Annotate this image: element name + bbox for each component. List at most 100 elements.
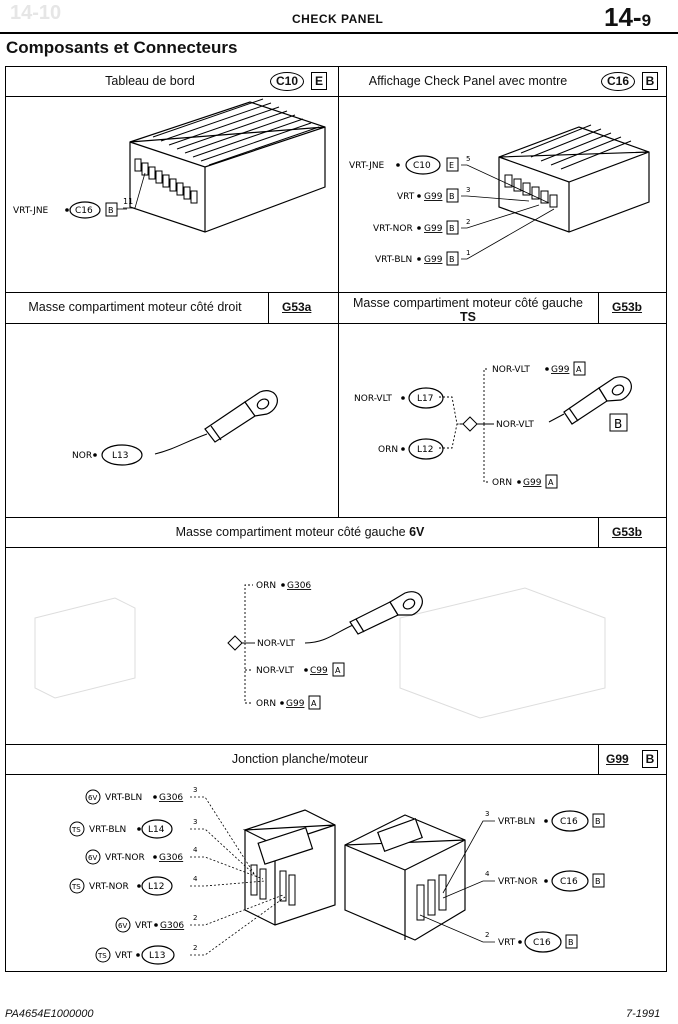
splice-diamond-icon bbox=[462, 416, 478, 432]
connector-c16-diagram: VRT-JNE C10 E 5 VRT G99 B 3 VRT-NOR G99 … bbox=[349, 124, 650, 266]
wire-letter: A bbox=[311, 699, 317, 708]
wire-color: NOR-VLT bbox=[257, 639, 295, 649]
letter-c16: B bbox=[642, 72, 658, 90]
row-rule bbox=[5, 323, 667, 324]
wire-color: VRT-NOR bbox=[89, 882, 129, 892]
letter-g99: B bbox=[642, 750, 658, 768]
wire-letter: B bbox=[595, 817, 601, 826]
wire-letter: B bbox=[595, 877, 601, 886]
wire-code: C16 bbox=[560, 877, 578, 887]
junction-g99-diagram: 6V VRT-BLN G306 3 TS VRT-BLN L14 3 6V VR… bbox=[69, 786, 605, 965]
wire-color: VRT-NOR bbox=[498, 877, 538, 887]
variant-tag: 6V bbox=[88, 854, 97, 862]
wire-color: VRT-NOR bbox=[105, 853, 145, 863]
pin-number: 1 bbox=[466, 249, 470, 257]
code-oval bbox=[101, 444, 143, 466]
g99-left-wire-2: TS VRT-BLN L14 3 bbox=[69, 818, 197, 839]
wire-color: NOR-VLT bbox=[354, 394, 392, 404]
code-c16: C16 bbox=[601, 72, 635, 91]
wire-color: VRT bbox=[115, 951, 133, 961]
letter-box bbox=[105, 202, 118, 217]
wire-code: L13 bbox=[149, 951, 165, 961]
code-oval bbox=[69, 201, 101, 219]
connector-g99-male-pins bbox=[250, 864, 296, 906]
pin-number: 3 bbox=[485, 810, 489, 818]
pin-number: 2 bbox=[193, 944, 197, 952]
cell-code-divider bbox=[598, 292, 599, 323]
variant-tag: TS bbox=[97, 952, 107, 960]
pin-number: 2 bbox=[485, 931, 489, 939]
connector-c16-ribs bbox=[520, 124, 632, 170]
ring-terminal-icon bbox=[563, 376, 632, 425]
c16-wire-1: VRT-JNE C10 E 5 bbox=[349, 155, 470, 175]
pin-number: 3 bbox=[466, 186, 470, 194]
box-letter-text: B bbox=[614, 417, 622, 431]
box-letter bbox=[609, 413, 628, 432]
header-rule bbox=[0, 32, 678, 34]
section-title: Composants et Connecteurs bbox=[6, 38, 238, 57]
variant-tag: TS bbox=[71, 826, 81, 834]
wire-color: ORN bbox=[256, 699, 276, 709]
wire-code: G99 bbox=[286, 699, 305, 709]
g99-left-wire-6: TS VRT L13 2 bbox=[95, 944, 197, 965]
connector-g99-male bbox=[242, 809, 336, 926]
g99-right-wire-1: 3 VRT-BLN C16 B bbox=[485, 810, 605, 832]
variant-tag: 6V bbox=[88, 794, 97, 802]
wire-color: NOR-VLT bbox=[256, 666, 294, 676]
row-rule bbox=[5, 517, 667, 518]
footer-date: 7-1991 bbox=[626, 1008, 661, 1020]
pin-number: 4 bbox=[193, 875, 198, 883]
g99-left-wire-3: 6V VRT-NOR G306 4 bbox=[85, 846, 198, 865]
g99-right-wire-2: 4 VRT-NOR C16 B bbox=[485, 870, 605, 892]
connector-g99-female-pins bbox=[416, 874, 447, 921]
pin-number: 2 bbox=[193, 914, 197, 922]
cell-title-g99: Jonction planche/moteur bbox=[231, 752, 369, 766]
cell-title-c16: Affichage Check Panel avec montre bbox=[368, 74, 568, 88]
wire-letter: E bbox=[449, 161, 454, 170]
wire-letter: A bbox=[335, 666, 341, 675]
wire-dot bbox=[65, 208, 69, 212]
code-g99: G99 bbox=[606, 752, 629, 766]
column-divider bbox=[338, 66, 339, 517]
pin-number: 5 bbox=[466, 155, 470, 163]
connector-g99-female bbox=[344, 814, 466, 941]
code-g53a: G53a bbox=[282, 300, 312, 314]
wire-code: C16 bbox=[75, 206, 93, 216]
splice-diamond-icon bbox=[227, 635, 243, 651]
g99-left-wire-5: 6V VRT G306 2 bbox=[115, 914, 197, 933]
g99-right-wire-3: 2 VRT C16 B bbox=[485, 931, 578, 953]
g99-right-leaders bbox=[419, 820, 495, 943]
wire-code: L14 bbox=[148, 825, 165, 835]
c16-leaders bbox=[461, 164, 555, 260]
wire-letter: B bbox=[108, 206, 114, 215]
wire-color: NOR-VLT bbox=[496, 420, 534, 430]
pin-number: 4 bbox=[485, 870, 490, 878]
wire-code: G99 bbox=[424, 224, 443, 234]
page-number: 14-9 bbox=[604, 2, 651, 33]
cell-title-c10: Tableau de bord bbox=[105, 74, 195, 88]
wire-letter: A bbox=[576, 365, 582, 374]
wire-color: ORN bbox=[256, 581, 276, 591]
g53b-6v-title: Masse compartiment moteur côté gauche bbox=[175, 525, 406, 539]
g99-left-wire-1: 6V VRT-BLN G306 3 bbox=[85, 786, 197, 805]
row-rule bbox=[5, 292, 667, 293]
variant-tag: TS bbox=[71, 883, 81, 891]
row-rule bbox=[5, 744, 667, 745]
wire-color: NOR bbox=[72, 451, 92, 461]
wire-code: G99 bbox=[424, 255, 443, 265]
ghost-page-number: 14-10 bbox=[10, 2, 62, 24]
wire-color: VRT-BLN bbox=[89, 825, 126, 835]
code-g53b-ts: G53b bbox=[612, 300, 643, 314]
row-rule bbox=[5, 547, 667, 548]
wire-code: L12 bbox=[417, 445, 433, 455]
wire-code: G99 bbox=[523, 478, 542, 488]
wire-dot bbox=[93, 453, 97, 457]
pin-number: 11 bbox=[123, 197, 133, 206]
wire-letter: B bbox=[449, 255, 455, 264]
cell-code-divider bbox=[598, 517, 599, 547]
cell-title-g53b-6v: Masse compartiment moteur côté gauche 6V bbox=[110, 525, 490, 539]
pin-number: 2 bbox=[466, 218, 470, 226]
cell-title-g53a: Masse compartiment moteur côté droit bbox=[28, 300, 242, 314]
ghost-background-drawing bbox=[34, 587, 606, 719]
wire-color: VRT bbox=[397, 192, 415, 202]
